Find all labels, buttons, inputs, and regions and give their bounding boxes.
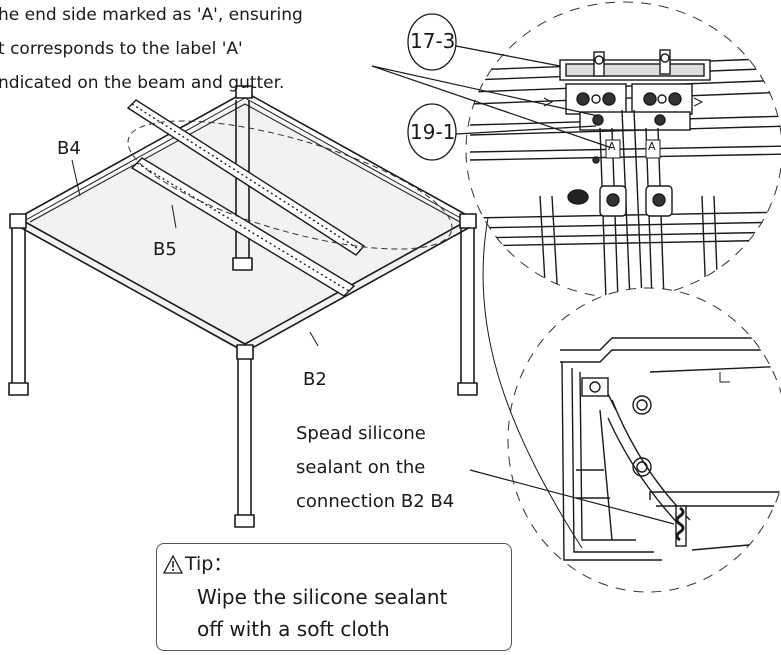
part-label-b4: B4 (57, 138, 81, 159)
beam-b5-installed (130, 157, 356, 297)
tip-box: Tip： Wipe the silicone sealant off with … (156, 543, 512, 651)
tip-line-2: off with a soft cloth (197, 617, 390, 641)
tip-header: Tip： (163, 552, 232, 576)
detail-connector (482, 217, 583, 549)
instruction-line-2: t corresponds to the label 'A' (0, 39, 243, 59)
a-mark-left: A (608, 140, 616, 153)
part-label-b5: B5 (153, 239, 177, 260)
beam-b5-loose (126, 99, 366, 256)
sealant-pointer (469, 469, 675, 525)
sealant-callout-line-1: Spead silicone (296, 423, 426, 444)
part-callout-circles (407, 13, 597, 161)
part-number-17-3: 17-3 (410, 29, 456, 53)
sealant-callout-line-3: connection B2 B4 (296, 491, 455, 512)
part-number-19-1: 19-1 (410, 120, 456, 144)
sealant-callout-line-2: sealant on the (296, 457, 426, 478)
detail-view-bottom (507, 287, 781, 593)
pointer-lines (371, 65, 613, 149)
instruction-line-3: ndicated on the beam and gutter. (0, 73, 285, 93)
detail-view-top (465, 1, 781, 299)
a-mark-right: A (648, 140, 656, 153)
highlight-ellipse (127, 120, 453, 250)
warning-triangle-icon (163, 554, 183, 574)
tip-line-1: Wipe the silicone sealant (197, 585, 448, 609)
part-label-b2: B2 (303, 369, 327, 390)
instruction-line-1: he end side marked as 'A', ensuring (0, 5, 303, 25)
tip-title: Tip： (185, 553, 233, 575)
